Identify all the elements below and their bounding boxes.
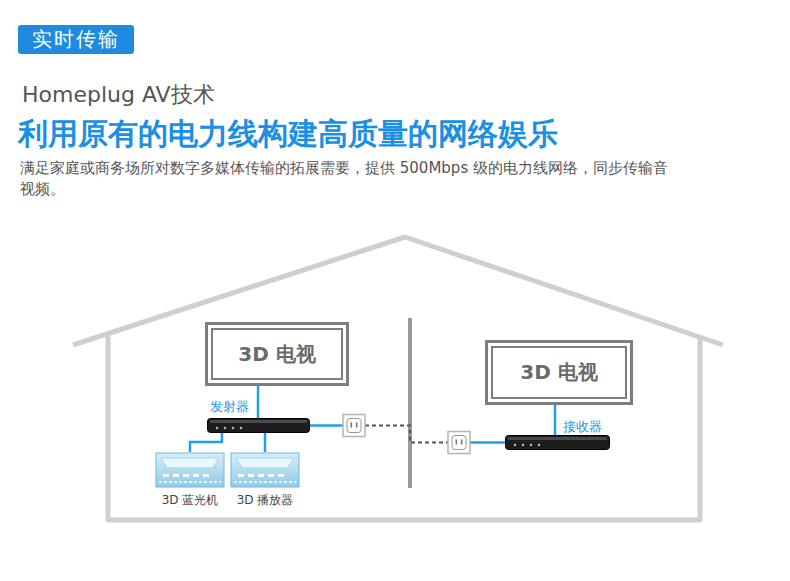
tv-screen: 3D 电视 <box>485 340 633 405</box>
section-badge: 实时传输 <box>18 25 134 54</box>
inner-wall <box>408 318 412 488</box>
roof-outline <box>73 237 723 345</box>
power-socket <box>343 415 365 437</box>
transmitter-device: 发射器 <box>207 418 310 433</box>
player-device: 3D 播放器 <box>230 452 300 488</box>
badge-text: 实时传输 <box>32 26 120 53</box>
cable-connector <box>310 426 505 443</box>
cable-segment <box>470 441 505 444</box>
receiver-device: 接收器 <box>505 435 610 450</box>
cable-segment <box>257 386 260 418</box>
device-label: 3D 蓝光机 <box>162 492 219 509</box>
subheading: Homeplug AV技术 <box>22 80 215 110</box>
description-text: 满足家庭或商务场所对数字多媒体传输的拓展需要，提供 500Mbps 级的电力线网… <box>20 158 680 200</box>
device-shape <box>155 452 225 488</box>
device-shape <box>207 418 310 433</box>
bluray-device: 3D 蓝光机 <box>155 452 225 488</box>
device-shape <box>505 435 610 450</box>
cable-connector <box>555 405 556 435</box>
cable-segment <box>365 426 448 443</box>
main-heading: 利用原有的电力线构建高质量的网络娱乐 <box>18 114 558 155</box>
tv-label: 3D 电视 <box>520 359 597 386</box>
device-label: 接收器 <box>563 418 602 436</box>
cable-connector <box>190 433 222 452</box>
cable-segment <box>190 433 222 452</box>
power-socket <box>448 432 470 454</box>
cable-connector <box>265 433 266 452</box>
cable-connector <box>258 386 259 418</box>
tv-screen: 3D 电视 <box>205 322 349 386</box>
house-wall <box>108 334 700 520</box>
device-label: 3D 播放器 <box>237 492 294 509</box>
tv-label: 3D 电视 <box>238 341 315 368</box>
device-shape <box>230 452 300 488</box>
device-label: 发射器 <box>210 398 249 416</box>
cable-segment <box>554 405 557 435</box>
cable-segment <box>264 433 267 452</box>
cable-segment <box>310 424 343 427</box>
